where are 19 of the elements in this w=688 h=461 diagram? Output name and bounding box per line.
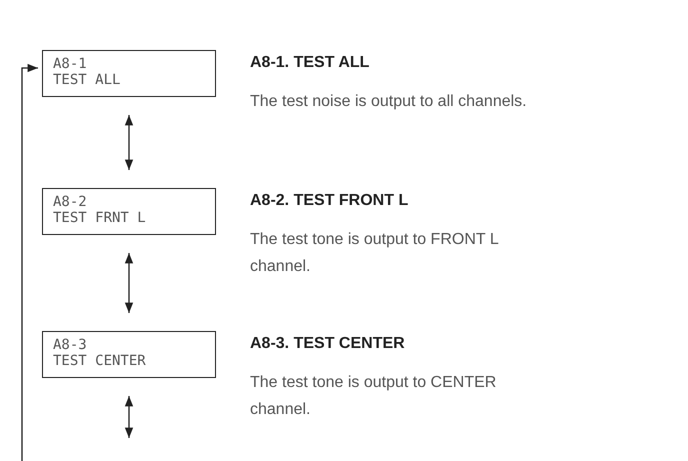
section-heading: A8-1. TEST ALL	[250, 54, 370, 72]
display-text: TEST CENTER	[53, 353, 147, 369]
display-box	[42, 331, 216, 378]
arrow	[124, 396, 134, 438]
section-heading: A8-2. TEST FRONT L	[250, 192, 410, 210]
display-text: A8-3	[53, 337, 88, 353]
description-text: The test tone is output to CENTER channel.	[250, 373, 498, 420]
arrow	[124, 115, 134, 170]
description-text: The test tone is output to FRONT L channel.	[250, 230, 500, 277]
description-text: The test noise is output to all channels.	[250, 92, 528, 112]
section-heading: A8-3. TEST CENTER	[250, 335, 406, 353]
display-text: A8-1	[53, 56, 88, 72]
arrow	[124, 253, 134, 313]
display-text: TEST FRNT L	[53, 210, 147, 226]
display-box	[42, 188, 216, 235]
arrow	[21, 64, 38, 461]
display-box	[42, 50, 216, 97]
display-text: TEST ALL	[53, 72, 122, 88]
display-text: A8-2	[53, 194, 88, 210]
